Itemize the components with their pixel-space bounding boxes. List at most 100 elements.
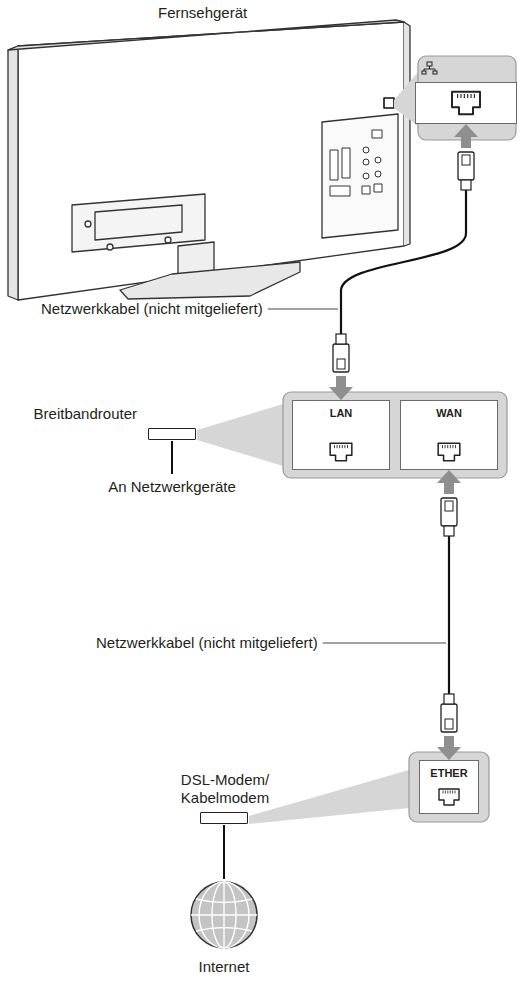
free-label: An Netzwerkgeräte: [108, 478, 236, 496]
plug-body: [333, 344, 349, 372]
plug-body: [458, 152, 474, 180]
cable-label: Netzwerkkabel (nicht mitgeliefert): [95, 634, 319, 652]
jack-contact: [457, 94, 458, 98]
link-line: [223, 825, 225, 879]
tv-back: [18, 22, 404, 300]
cable-label: Netzwerkkabel (nicht mitgeliefert): [40, 300, 264, 318]
callout-wedge: [249, 770, 409, 824]
jack-contact: [344, 445, 345, 448]
modem-icon: DSL-Modem/ Kabelmodem: [200, 812, 248, 824]
jack-contact: [464, 94, 465, 98]
callout-panel: [283, 392, 507, 478]
jack-contact: [445, 445, 446, 448]
network-symbol-part: [422, 71, 426, 74]
terminal-jacks-part: [363, 147, 369, 153]
cable-line: [448, 536, 450, 694]
plug-boot: [461, 180, 471, 190]
tv-port: Fernsehgerät: [415, 82, 517, 124]
node-label: ETHER: [420, 767, 478, 780]
wan-port: WAN: [400, 400, 498, 470]
plug-body: [441, 498, 457, 526]
jack-contact: [443, 791, 444, 794]
screw: [107, 244, 113, 250]
node-label: Internet: [199, 958, 250, 976]
jack-contact: [339, 445, 340, 448]
jack-contact: [450, 445, 451, 448]
ether-port: ETHER: [419, 760, 479, 814]
terminal-jacks-part: [374, 184, 382, 192]
leader-line: [323, 643, 446, 644]
terminal-jacks-part: [342, 148, 350, 178]
plug-boot: [336, 334, 346, 344]
screw: [165, 237, 171, 243]
globe-outline: [191, 882, 257, 948]
internet-globe: Internet: [189, 880, 259, 950]
tv-bezel: [8, 46, 18, 300]
node-label: Fernsehgerät: [158, 4, 247, 22]
terminal-panel: [322, 114, 398, 238]
network-symbol-part: [427, 62, 432, 66]
plug-boot: [444, 694, 454, 704]
network-symbol: [422, 62, 437, 74]
jack-contact: [445, 791, 446, 794]
plug-latch: [445, 719, 453, 729]
terminal-jacks-part: [330, 186, 350, 196]
leader-line: [268, 309, 338, 310]
jack-contact: [460, 94, 461, 98]
jack-contact: [337, 445, 338, 448]
jack-contact: [455, 791, 456, 794]
jack-outline: [439, 789, 459, 805]
globe-drawing: [189, 880, 259, 950]
network-cable: [268, 124, 478, 400]
arrow-head: [454, 124, 478, 137]
wall-bracket-inner: [95, 205, 182, 240]
modem-callout: [249, 752, 489, 824]
terminal-jacks-part: [363, 159, 369, 165]
terminal-jacks-part: [372, 130, 382, 138]
arrow-head: [437, 747, 461, 760]
plug-body: [441, 704, 457, 732]
tv-callout: [394, 56, 516, 140]
cable-line: [341, 190, 466, 334]
terminal-jacks-part: [330, 150, 338, 180]
globe-grid-part: [196, 928, 252, 932]
tv-illustration: [8, 20, 410, 300]
arrow-shaft: [461, 137, 471, 148]
arrow-shaft: [444, 483, 454, 494]
jack-contact: [467, 94, 468, 98]
arrow-shaft: [336, 376, 346, 387]
port-marker: [384, 98, 394, 108]
router-line: [171, 441, 173, 474]
node-label: DSL-Modem/ Kabelmodem: [169, 771, 281, 807]
terminal-jacks-part: [363, 173, 369, 179]
stand-base: [120, 262, 300, 299]
jack-icon: [328, 441, 354, 463]
tv-top-edge: [8, 20, 404, 50]
node-label: Breitbandrouter: [34, 405, 137, 423]
jack-contact: [442, 445, 443, 448]
globe-grid-part: [191, 914, 257, 915]
callout-wedge: [197, 404, 283, 466]
callout-panel: [409, 752, 489, 822]
network-symbol-part: [433, 71, 437, 74]
terminal-jacks-part: [375, 171, 381, 177]
plug-latch: [337, 359, 345, 369]
lan-port: LAN: [292, 400, 390, 470]
jack-contact: [474, 94, 475, 98]
arrow-head: [437, 470, 461, 483]
router-callout: [172, 392, 507, 478]
network-symbol-part: [424, 69, 435, 70]
jack-contact: [447, 791, 448, 794]
jack-contact: [470, 94, 471, 98]
globe-grid-part: [196, 899, 252, 903]
arrow-head: [329, 387, 353, 400]
jack-outline: [438, 443, 460, 460]
plug-boot: [444, 526, 454, 536]
terminal-jacks: [330, 130, 382, 196]
network-cable: [323, 470, 461, 760]
jack-contact: [452, 445, 453, 448]
jack-contact: [452, 791, 453, 794]
jack-outline: [452, 92, 480, 114]
